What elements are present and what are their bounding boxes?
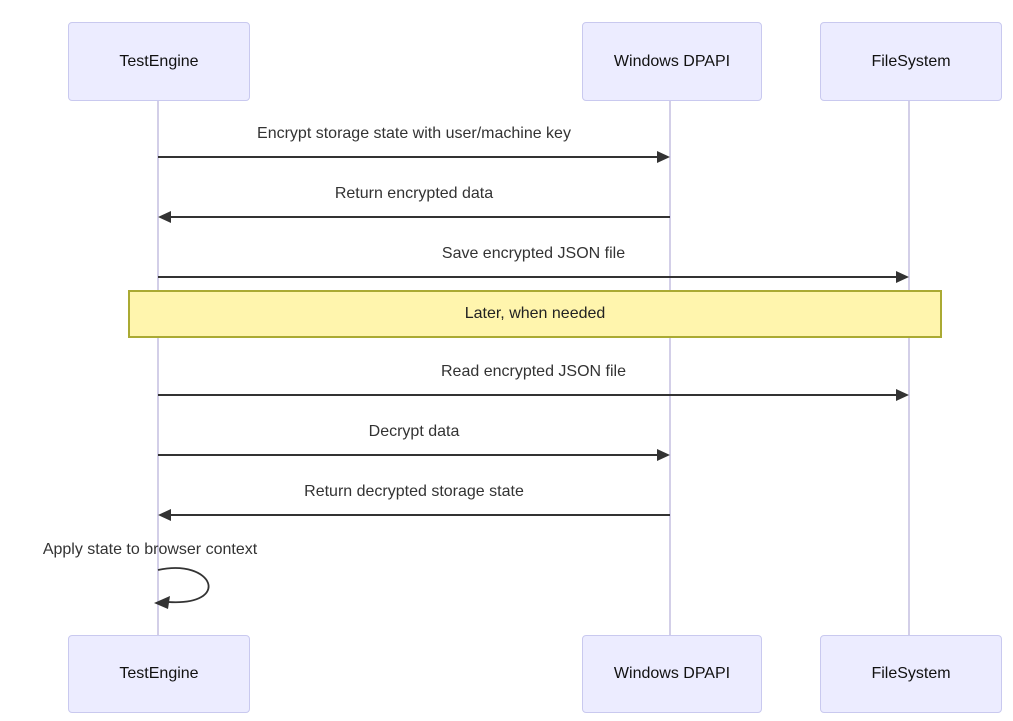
message-arrow-line bbox=[170, 216, 670, 218]
lifeline-filesystem bbox=[908, 99, 910, 636]
actor-top-windows-dpapi: Windows DPAPI bbox=[582, 22, 762, 101]
actor-top-filesystem: FileSystem bbox=[820, 22, 1002, 101]
message-label: Decrypt data bbox=[368, 423, 460, 440]
actor-bottom-windows-dpapi: Windows DPAPI bbox=[582, 635, 762, 713]
message-label: Apply state to browser context bbox=[42, 541, 258, 558]
arrowhead-right-icon bbox=[657, 151, 670, 163]
message-label: Read encrypted JSON file bbox=[441, 363, 626, 380]
actor-bottom-testengine: TestEngine bbox=[68, 635, 250, 713]
actor-label: TestEngine bbox=[119, 665, 199, 682]
note-band: Later, when needed bbox=[128, 290, 942, 338]
message-label: Encrypt storage state with user/machine … bbox=[257, 125, 571, 142]
message-label: Save encrypted JSON file bbox=[441, 245, 626, 262]
actor-bottom-filesystem: FileSystem bbox=[820, 635, 1002, 713]
message-label: Return encrypted data bbox=[334, 185, 494, 202]
lifeline-windows-dpapi bbox=[669, 99, 671, 636]
arrowhead-right-icon bbox=[896, 271, 909, 283]
arrowhead-right-icon bbox=[896, 389, 909, 401]
note-label: Later, when needed bbox=[464, 305, 606, 322]
actor-label: FileSystem bbox=[871, 52, 951, 70]
actor-label: Windows DPAPI bbox=[613, 665, 731, 682]
actor-top-testengine: TestEngine bbox=[68, 22, 250, 101]
actor-label: Windows DPAPI bbox=[613, 52, 731, 70]
message-arrow-line bbox=[158, 276, 898, 278]
message-arrow-line bbox=[158, 454, 659, 456]
self-loop-arrow-icon bbox=[154, 567, 210, 609]
actor-label: TestEngine bbox=[119, 52, 199, 70]
message-label: Return decrypted storage state bbox=[304, 483, 524, 500]
message-arrow-line bbox=[158, 156, 659, 158]
message-arrow-line bbox=[170, 514, 670, 516]
arrowhead-right-icon bbox=[657, 449, 670, 461]
lifeline-testengine bbox=[157, 99, 159, 636]
actor-label: FileSystem bbox=[871, 665, 951, 682]
message-arrow-line bbox=[158, 394, 898, 396]
arrowhead-left-icon bbox=[158, 211, 171, 223]
arrowhead-left-icon bbox=[158, 509, 171, 521]
